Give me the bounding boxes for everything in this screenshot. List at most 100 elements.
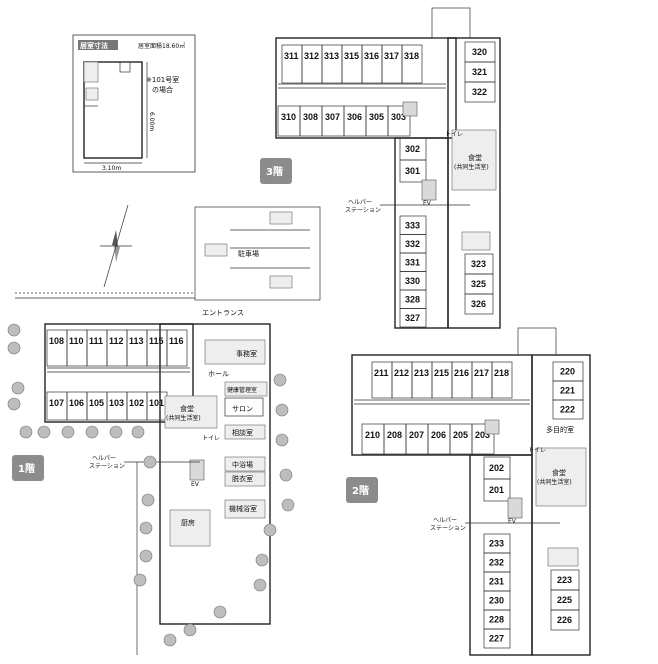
floor2-helper-1: ヘルパー: [433, 517, 457, 524]
room-number: 310: [281, 112, 296, 122]
room-number: 232: [489, 558, 504, 568]
floor1-office-label: 事務室: [236, 349, 257, 358]
tree-icon: [275, 403, 289, 417]
room-number: 327: [405, 313, 420, 323]
room-cell: [401, 44, 423, 84]
tree-icon: [279, 468, 293, 482]
inset-title: 居室寸法: [80, 41, 108, 50]
room-number: 112: [109, 336, 124, 346]
room-number: 316: [364, 51, 379, 61]
room-number: 325: [471, 279, 486, 289]
floor1-dining-label-1: 食堂: [180, 404, 194, 413]
room-number: 233: [489, 539, 504, 549]
room-number: 227: [489, 634, 504, 644]
parking-lines: [204, 211, 310, 289]
floor3-toilet-label: トイレ: [445, 131, 463, 138]
room-number: 330: [405, 276, 420, 286]
tree-icon: [143, 455, 157, 469]
floor1-changing-label: 脱衣室: [232, 474, 253, 483]
room-number: 220: [560, 367, 575, 377]
room-number: 217: [474, 368, 489, 378]
room-number: 313: [324, 51, 339, 61]
floor1-hall-label: ホール: [208, 370, 229, 378]
inset-note-line1: ※101号室: [146, 75, 179, 84]
car-icon: [269, 275, 293, 289]
tree-icon: [141, 493, 155, 507]
floor3-helper-1: ヘルパー: [348, 199, 372, 206]
floor1-consult-label: 相談室: [232, 428, 253, 437]
room-number: 332: [405, 239, 420, 249]
room-number: 218: [494, 368, 509, 378]
room-number: 110: [69, 336, 84, 346]
floor1-bath-label: 中浴場: [232, 460, 253, 469]
tree-icon: [281, 498, 295, 512]
room-cell: [387, 105, 411, 137]
svg-text:3階: 3階: [266, 165, 283, 178]
room-number: 333: [405, 220, 420, 230]
floor2-helper-2: ステーション: [430, 525, 466, 532]
floor1-entrance-label: エントランス: [202, 309, 244, 317]
inset-width-dim: 3.10m: [102, 165, 121, 172]
room-number: 225: [557, 595, 572, 605]
tree-icon: [131, 425, 145, 439]
room-number: 215: [434, 368, 449, 378]
room-number: 322: [472, 87, 487, 97]
floor1-salon-label: サロン: [232, 405, 253, 413]
room-number: 320: [472, 47, 487, 57]
room-number: 101: [149, 398, 164, 408]
tree-icon: [163, 633, 177, 647]
room-number: 312: [304, 51, 319, 61]
room-number: 306: [347, 112, 362, 122]
room-number: 305: [369, 112, 384, 122]
room-number: 307: [325, 112, 340, 122]
tree-icon: [139, 521, 153, 535]
room-cell: [399, 159, 427, 183]
room-number: 317: [384, 51, 399, 61]
room-cell: [483, 628, 511, 649]
room-number: 115: [149, 336, 164, 346]
room-cell: [464, 81, 496, 103]
compass-icon: [100, 204, 132, 288]
room-number: 301: [405, 166, 420, 176]
room-cell: [550, 609, 580, 631]
floor3-dining-label-1: 食堂: [468, 153, 482, 162]
floor2-badge: 2階: [346, 477, 378, 503]
tree-icon: [255, 553, 269, 567]
room-number: 202: [489, 463, 504, 473]
room-number: 106: [69, 398, 84, 408]
floor2-toilet-label: トイレ: [528, 447, 546, 454]
room-number: 205: [453, 430, 468, 440]
room-number: 303: [391, 112, 406, 122]
room-number: 230: [489, 596, 504, 606]
room-number: 203: [475, 430, 490, 440]
floor1-ev-label: EV: [191, 481, 200, 488]
room-number: 212: [394, 368, 409, 378]
tree-icon: [61, 425, 75, 439]
room-number: 311: [284, 51, 299, 61]
room-number: 208: [387, 430, 402, 440]
floor2-dining-label-2: (共同生活室): [537, 478, 572, 486]
tree-icon: [253, 578, 267, 592]
tree-icon: [275, 433, 289, 447]
svg-text:1階: 1階: [18, 462, 35, 475]
room-number: 108: [49, 336, 64, 346]
room-cell: [464, 293, 494, 315]
room-number: 210: [365, 430, 380, 440]
tree-icon: [109, 425, 123, 439]
inset-note-line2: の場合: [152, 85, 173, 94]
room-cell: [491, 361, 513, 399]
room-number: 111: [89, 336, 103, 346]
floor1-toilet-label: トイレ: [202, 435, 220, 442]
floor3-badge: 3階: [260, 158, 292, 184]
tree-icon: [85, 425, 99, 439]
car-icon: [269, 211, 293, 225]
tree-icon: [7, 397, 21, 411]
room-number: 302: [405, 144, 420, 154]
room-number: 315: [344, 51, 359, 61]
room-dimension-inset: 居室寸法 居室面積18.60㎡ ※101号室 の場合 3.10m 6.00m: [72, 34, 196, 173]
room-number: 206: [431, 430, 446, 440]
tree-icon: [263, 523, 277, 537]
